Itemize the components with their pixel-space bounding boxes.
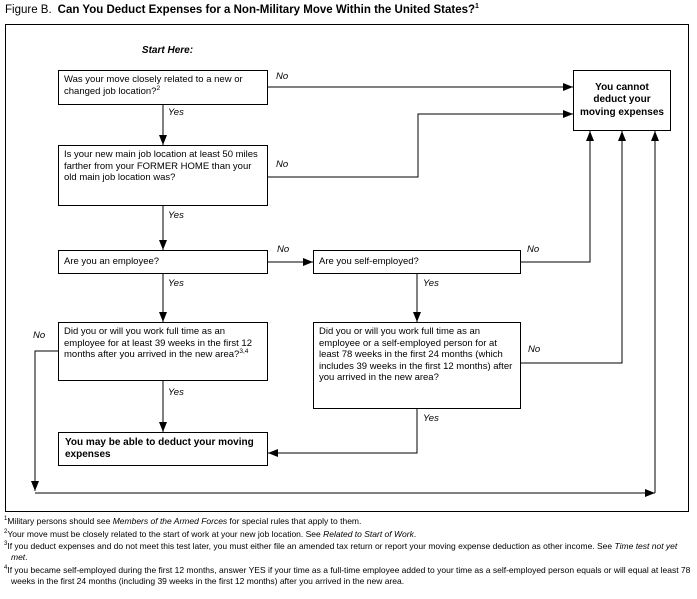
connector-q4-no xyxy=(521,131,594,263)
footnote-1: 1Military persons should see Members of … xyxy=(4,516,362,526)
node-move-related-text: Was your move closely related to a new o… xyxy=(64,74,243,97)
label-no-q3: No xyxy=(277,244,290,255)
node-39-weeks-question: Did you or will you work full time as an… xyxy=(58,322,268,381)
footnote-3: 3If you deduct expenses and do not meet … xyxy=(4,541,678,562)
node-39-weeks-footnote-ref: 3,4 xyxy=(239,347,249,355)
node-move-related-footnote-ref: 2 xyxy=(156,84,161,92)
label-yes-q2: Yes xyxy=(168,210,184,221)
footnote-2: 2Your move must be closely related to th… xyxy=(4,528,417,539)
label-yes-q6: Yes xyxy=(423,413,439,424)
node-self-employed-question: Are you self-employed? xyxy=(313,250,521,274)
connector-q5-no-down xyxy=(31,350,58,491)
footnotes: 1Military persons should see Members of … xyxy=(4,516,694,588)
label-no-q4: No xyxy=(527,244,540,255)
label-no-q1: No xyxy=(276,71,289,82)
node-outcome-cannot-deduct: You cannot deduct your moving expenses xyxy=(573,70,671,131)
label-no-q5: No xyxy=(33,330,46,341)
figure-title-text: Can You Deduct Expenses for a Non-Milita… xyxy=(57,3,476,16)
label-no-q6: No xyxy=(528,344,541,355)
label-yes-q1: Yes xyxy=(168,107,184,118)
start-here-label: Start Here: xyxy=(141,45,194,56)
node-50-miles-question: Is your new main job location at least 5… xyxy=(58,145,268,206)
label-yes-q5: Yes xyxy=(168,387,184,398)
figure-title-footnote-ref: 1 xyxy=(475,3,479,10)
node-78-weeks-question: Did you or will you work full time as an… xyxy=(313,322,521,409)
outcome-may-deduct-text: You may be able to deduct your moving ex… xyxy=(65,437,254,460)
node-50-miles-text: Is your new main job location at least 5… xyxy=(64,149,258,183)
node-employee-question: Are you an employee? xyxy=(58,250,268,274)
node-employee-text: Are you an employee? xyxy=(64,256,160,268)
footnote-4: 4If you became self-employed during the … xyxy=(4,564,691,586)
label-no-q2: No xyxy=(276,159,289,170)
label-yes-q3: Yes xyxy=(168,278,184,289)
connector-q6-yes xyxy=(268,409,418,457)
connector-q6-no xyxy=(521,131,626,364)
outcome-cannot-deduct-text: You cannot deduct your moving expenses xyxy=(580,81,664,118)
label-yes-q4: Yes xyxy=(423,278,439,289)
node-outcome-may-deduct: You may be able to deduct your moving ex… xyxy=(58,432,268,466)
node-78-weeks-text: Did you or will you work full time as an… xyxy=(319,326,513,383)
node-39-weeks-text: Did you or will you work full time as an… xyxy=(64,326,252,360)
node-self-employed-text: Are you self-employed? xyxy=(319,256,419,268)
figure-title: Figure B. Can You Deduct Expenses for a N… xyxy=(5,3,479,16)
node-move-related-question: Was your move closely related to a new o… xyxy=(58,70,268,105)
figure-label: Figure B. xyxy=(5,3,52,16)
connector-q2-no xyxy=(268,110,573,178)
